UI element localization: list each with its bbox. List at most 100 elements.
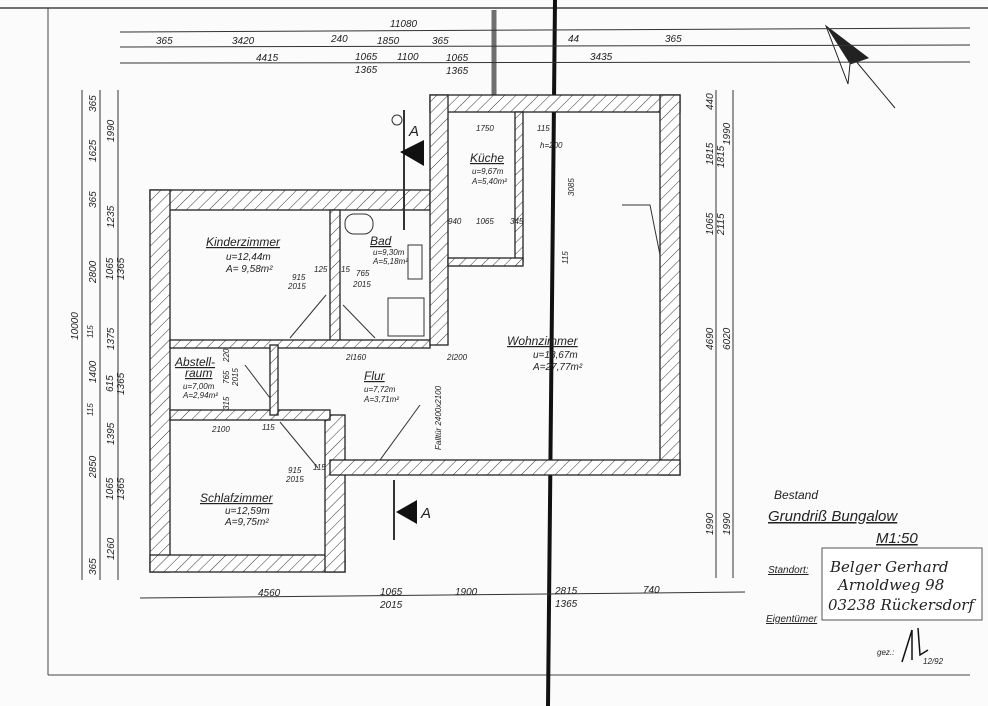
- dim-top-total: 11080: [390, 19, 418, 30]
- plan-status: Bestand: [774, 488, 818, 502]
- dim-label: 1065: [705, 212, 716, 235]
- dim-label: 1395: [106, 422, 117, 445]
- dim-label: 2015: [379, 600, 403, 611]
- dim-label: 1260: [106, 537, 117, 560]
- room-area: A=9,75m²: [224, 517, 269, 528]
- door-swing-kinder: [289, 294, 327, 339]
- door-swing-flur: [379, 404, 421, 461]
- drawn-by-label: gez.:: [877, 648, 894, 657]
- sink-icon: [407, 244, 423, 280]
- owner-label: Eigentümer: [766, 614, 818, 625]
- dim-label: 1100: [397, 52, 419, 63]
- annotation: 2100: [211, 425, 230, 434]
- room-name: Flur: [364, 369, 386, 383]
- dim-label: 1065: [446, 53, 469, 64]
- dim-label: 1365: [116, 372, 127, 395]
- drawn-date: 12/92: [923, 657, 944, 666]
- dim-label: 365: [88, 558, 99, 575]
- dim-label: 44: [568, 34, 580, 45]
- wall-schlaf-right: [324, 414, 346, 573]
- owner-street: Arnoldweg 98: [836, 576, 944, 594]
- wall-bottom-left: [149, 554, 346, 573]
- annotation: 2015: [287, 282, 306, 291]
- annotation: 2015: [285, 475, 304, 484]
- room-perimeter: u=9,67m: [472, 167, 504, 176]
- room-kinderzimmer: Kinderzimmer u=12,44m A= 9,58m²: [206, 235, 281, 275]
- plan-scale: M1:50: [876, 530, 918, 547]
- wall-top-left: [149, 189, 431, 211]
- dim-label: 2800: [88, 260, 99, 284]
- dim-label: 1815: [705, 142, 716, 165]
- dim-label: 1815: [716, 145, 727, 168]
- room-perimeter: u=12,44m: [226, 252, 271, 263]
- room-wohnzimmer: Wohnzimmer u=18,67m A=27,77m²: [507, 334, 583, 373]
- room-perimeter: u=9,30m: [373, 248, 405, 257]
- annotation: 345: [510, 217, 524, 226]
- dim-label: 4690: [705, 327, 716, 350]
- annotation: 125: [314, 265, 328, 274]
- dim-label: 1625: [88, 139, 99, 162]
- wall-mid: [169, 339, 431, 349]
- dim-label: 365: [156, 36, 173, 47]
- room-perimeter: u=12,59m: [225, 506, 270, 517]
- annotation: 915: [288, 466, 302, 475]
- dim-label: 115: [86, 325, 95, 338]
- chimney-symbol-icon: [391, 114, 403, 126]
- room-area: A=5,40m²: [471, 177, 507, 186]
- annotation: 765: [222, 370, 231, 384]
- dim-label: 740: [643, 585, 660, 596]
- room-area: A= 9,58m²: [225, 264, 273, 275]
- section-label-bottom: A: [420, 505, 431, 522]
- room-flur: Flur u=7,72m A=3,71m²: [363, 369, 399, 404]
- door-swing-schlaf: [279, 421, 319, 469]
- dim-label: 1365: [446, 66, 469, 77]
- annotation: 915: [292, 273, 306, 282]
- section-label-top: A: [408, 123, 419, 140]
- title-block: Bestand Grundriß Bungalow M1:50 Standort…: [766, 488, 983, 666]
- room-kueche: Küche u=9,67m A=5,40m²: [470, 151, 507, 186]
- annotation: 115: [262, 423, 275, 432]
- dim-label: 1235: [106, 205, 117, 228]
- dim-label: 115: [86, 403, 95, 416]
- section-arrow-icon: [396, 500, 417, 524]
- dim-label: 440: [705, 93, 716, 110]
- room-name: Bad: [370, 234, 392, 248]
- wall-left: [149, 189, 171, 573]
- dim-label: 365: [432, 36, 449, 47]
- north-arrow-icon: [824, 24, 896, 109]
- address-label-sticker: [821, 547, 983, 621]
- room-perimeter: u=7,00m: [183, 382, 215, 391]
- annotation: 220: [222, 348, 231, 363]
- dim-label: 1065: [105, 257, 116, 280]
- room-abstellraum: Abstell- raum u=7,00m A=2,94m²: [174, 355, 218, 400]
- room-area: A=3,71m²: [363, 395, 399, 404]
- annotation: Falltür 2400x2100: [434, 385, 443, 450]
- wall-top-right: [429, 94, 681, 113]
- dim-label: 365: [665, 34, 682, 45]
- annotation: 15: [341, 265, 350, 274]
- dim-label: 4415: [256, 53, 279, 64]
- room-schlafzimmer: Schlafzimmer u=12,59m A=9,75m²: [200, 491, 274, 528]
- annotation: 2I160: [345, 353, 367, 362]
- door-swing-wohn: [622, 204, 661, 256]
- room-area: A=2,94m²: [182, 391, 218, 400]
- annotation: 2I200: [446, 353, 468, 362]
- annotation: 765: [356, 269, 370, 278]
- annotation: 3085: [567, 178, 576, 196]
- room-name: Abstell-: [174, 355, 215, 369]
- room-area: A=27,77m²: [532, 362, 583, 373]
- wall-right: [659, 94, 681, 476]
- owner-city: 03238 Rückersdorf: [828, 596, 976, 614]
- dimension-lines: [81, 27, 971, 599]
- dim-label: 365: [88, 95, 99, 112]
- annotation: 2015: [231, 368, 240, 387]
- wall-bottom-right: [329, 459, 681, 476]
- annotation: 1750: [476, 124, 494, 133]
- room-name: Kinderzimmer: [206, 235, 281, 249]
- dim-label: 4560: [258, 588, 281, 599]
- dim-label: 3420: [232, 36, 255, 47]
- room-perimeter: u=7,72m: [364, 385, 396, 394]
- dim-label: 1065: [355, 52, 378, 63]
